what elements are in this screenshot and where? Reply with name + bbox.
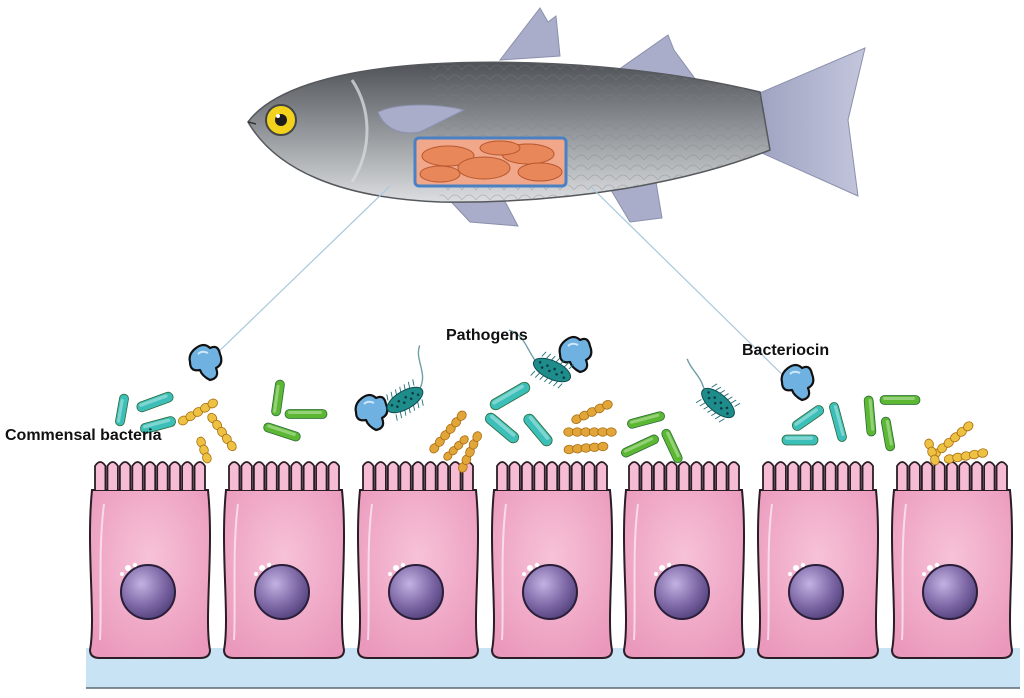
- rod-bacterium-icon: [523, 413, 553, 447]
- bacteriocin-icon: [354, 393, 389, 432]
- pathogen-icon: [508, 329, 574, 389]
- cocci-chain-icon: [429, 410, 467, 454]
- rod-bacterium-icon: [621, 434, 659, 458]
- rod-bacterium-icon: [627, 411, 665, 429]
- bacteriocin-icon: [780, 363, 815, 402]
- cocci-chain-icon: [571, 400, 613, 424]
- epithelium: [88, 461, 1014, 659]
- label-bacteriocin: Bacteriocin: [742, 342, 830, 359]
- rod-bacterium-icon: [489, 381, 531, 411]
- cocci-chain-icon: [563, 427, 617, 437]
- nucleus-icon: [120, 562, 176, 620]
- rod-bacterium-icon: [115, 393, 129, 427]
- epithelial-cell-icon: [490, 461, 614, 659]
- pathogen-icon: [386, 345, 424, 421]
- gut-window-icon: [413, 136, 568, 188]
- rod-bacterium-icon: [863, 395, 877, 437]
- nucleus-icon: [922, 562, 978, 620]
- cocci-chain-icon: [196, 436, 212, 464]
- cocci-chain-icon: [458, 431, 482, 473]
- epithelial-cell-icon: [88, 461, 212, 659]
- rod-bacterium-icon: [829, 402, 847, 442]
- rod-bacterium-icon: [271, 379, 285, 417]
- epithelial-cell-icon: [622, 461, 746, 659]
- nucleus-icon: [788, 562, 844, 620]
- rod-bacterium-icon: [136, 391, 174, 413]
- rod-bacterium-icon: [140, 416, 176, 434]
- cocci-chain-icon: [563, 441, 609, 455]
- cocci-chain-icon: [178, 398, 218, 426]
- epithelial-cell-icon: [222, 461, 346, 659]
- cocci-chain-icon: [443, 435, 469, 461]
- label-pathogens: Pathogens: [446, 327, 528, 344]
- rod-bacterium-icon: [484, 412, 520, 444]
- epithelial-cell-icon: [890, 461, 1014, 659]
- rod-bacterium-icon: [263, 422, 301, 442]
- rod-bacterium-icon: [781, 434, 819, 446]
- pathogen-icon: [686, 358, 741, 423]
- rod-bacterium-icon: [661, 428, 683, 464]
- cocci-chain-icon: [207, 412, 237, 452]
- nucleus-icon: [522, 562, 578, 620]
- bacteriocin-icon: [188, 343, 223, 382]
- lumen-microbes: [115, 329, 989, 473]
- label-commensal-bacteria: Commensal bacteria: [5, 427, 162, 444]
- bacteriocin-icon: [558, 335, 593, 374]
- rod-bacterium-icon: [880, 416, 896, 452]
- nucleus-icon: [654, 562, 710, 620]
- nucleus-icon: [388, 562, 444, 620]
- zoom-line-right: [589, 185, 801, 393]
- epithelial-cell-icon: [756, 461, 880, 659]
- rod-bacterium-icon: [879, 395, 921, 405]
- nucleus-icon: [254, 562, 310, 620]
- zoom-line-left: [209, 185, 391, 361]
- epithelial-cell-icon: [356, 461, 480, 659]
- fish-icon: [247, 7, 866, 227]
- rod-bacterium-icon: [284, 409, 328, 419]
- rod-bacterium-icon: [791, 405, 825, 431]
- cocci-chain-icon: [924, 438, 940, 466]
- cocci-chain-icon: [943, 448, 989, 464]
